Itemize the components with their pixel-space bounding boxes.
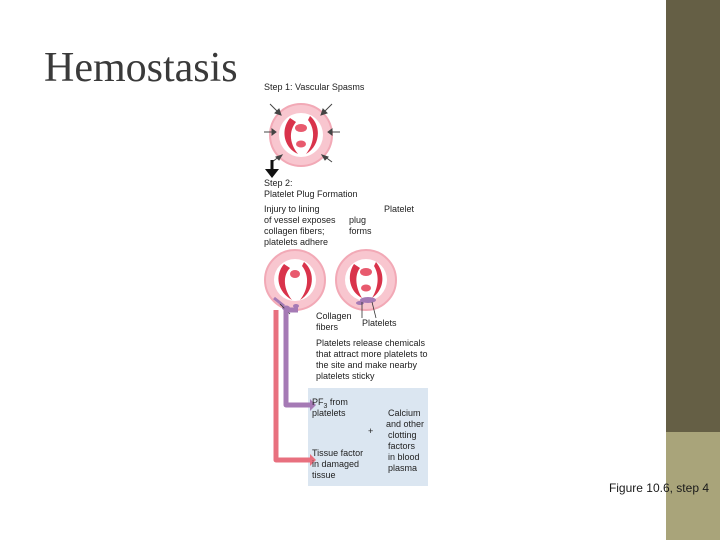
platelet-plug-illustration (335, 249, 397, 311)
down-arrow (265, 160, 279, 178)
step1-label: Step 1: Vascular Spasms (264, 82, 365, 92)
spasm-arrows (264, 103, 340, 163)
blood-plasma-panel (308, 388, 428, 486)
pathway-arrows (273, 307, 316, 466)
hemostasis-figure: Step 1: Vascular Spasms Step 2: Platelet… (250, 70, 460, 490)
step2-title: Platelet Plug Formation (264, 189, 358, 199)
platelets-label: Platelets (362, 318, 397, 328)
sidebar-accent-dark (666, 0, 720, 432)
step2-label: Step 2: (264, 178, 293, 188)
figure-caption: Figure 10.6, step 4 (608, 481, 709, 495)
vessel-injury-illustration (264, 249, 326, 311)
plus-sign: + (368, 426, 374, 436)
slide-title: Hemostasis (44, 45, 238, 91)
sidebar-accent-light (666, 432, 720, 540)
figure-illustration (264, 103, 428, 486)
